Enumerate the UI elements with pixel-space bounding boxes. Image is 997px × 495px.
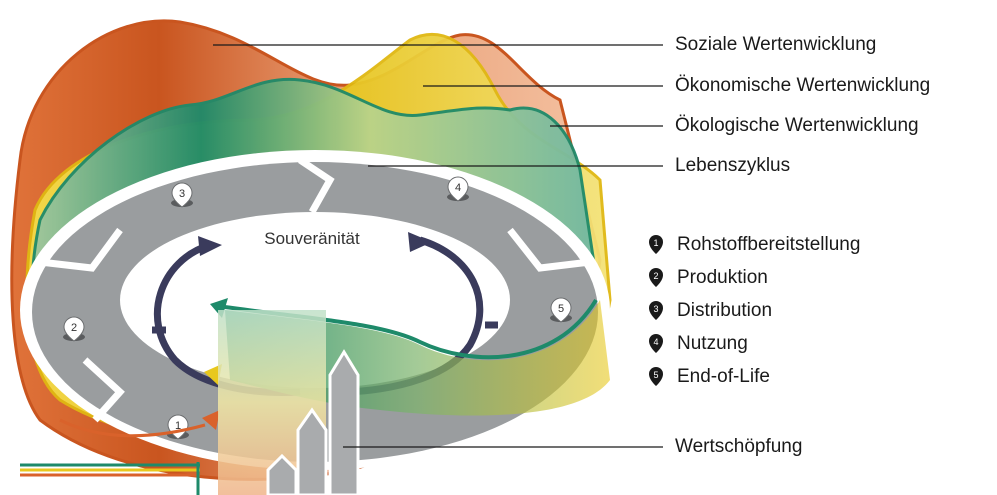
legend-label: Distribution [677,300,772,322]
legend-item: 3 Distribution [645,294,860,327]
legend-item: 5 End-of-Life [645,360,860,393]
svg-text:1: 1 [653,238,658,248]
pin-icon: 3 [645,300,667,322]
ring-pin-1: 1 [167,415,189,439]
legend-item: 1 Rohstoffbereitstellung [645,228,860,261]
legend-label: Rohstoffbereitstellung [677,234,860,256]
pin-icon: 1 [645,234,667,256]
ring-pin-3: 3 [171,183,193,207]
svg-text:2: 2 [653,271,658,281]
legend-label: End-of-Life [677,366,770,388]
callout-social-value: Soziale Wertenwicklung [675,34,876,56]
lifecycle-phase-legend: 1 Rohstoffbereitstellung 2 Produktion 3 … [645,228,860,393]
ring-pin-5: 5 [550,298,572,322]
callout-ecological-value: Ökologische Wertenwicklung [675,115,919,137]
pin-icon: 4 [645,333,667,355]
ring-pin-2: 2 [63,317,85,341]
legend-label: Nutzung [677,333,748,355]
callout-lifecycle: Lebenszyklus [675,155,790,177]
ring-pin-5-number: 5 [558,303,564,315]
svg-text:4: 4 [653,337,658,347]
legend-label: Produktion [677,267,768,289]
sovereignty-label: Souveränität [264,229,360,248]
pin-icon: 5 [645,366,667,388]
ring-pin-2-number: 2 [71,322,77,334]
ring-pin-4: 4 [447,177,469,201]
callout-value-creation: Wertschöpfung [675,436,802,458]
ring-pin-3-number: 3 [179,188,185,200]
svg-text:5: 5 [653,370,658,380]
legend-item: 4 Nutzung [645,327,860,360]
callout-economic-value: Ökonomische Wertenwicklung [675,75,930,97]
svg-text:3: 3 [653,304,658,314]
pin-icon: 2 [645,267,667,289]
legend-item: 2 Produktion [645,261,860,294]
ring-pin-4-number: 4 [455,182,461,194]
